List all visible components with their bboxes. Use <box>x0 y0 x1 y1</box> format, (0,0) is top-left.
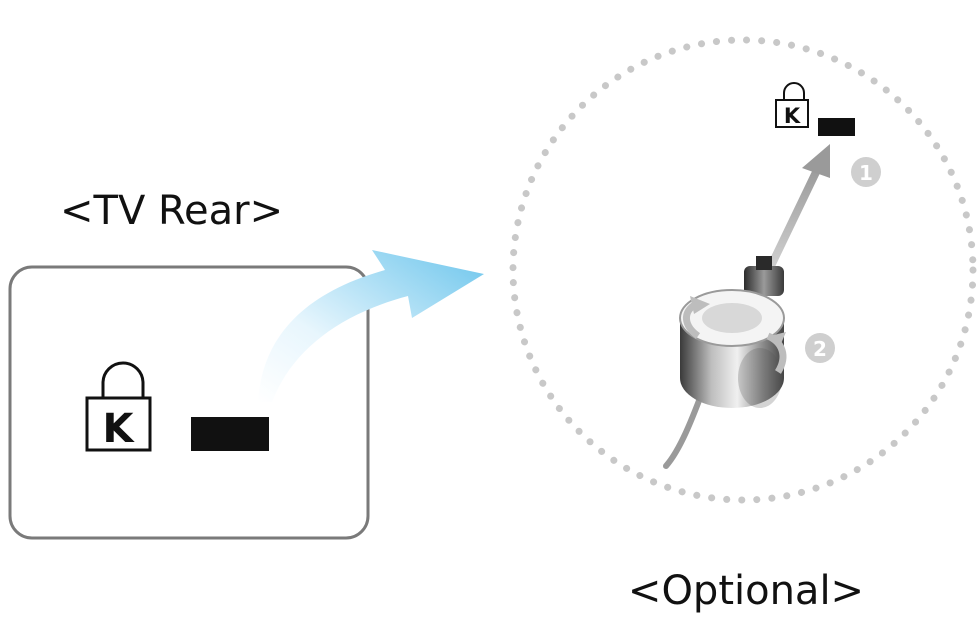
optional-label: <Optional> <box>628 568 864 614</box>
kensington-letter: K <box>103 406 136 452</box>
kensington-cable-lock-icon <box>663 256 787 469</box>
kensington-lock-icon-small: K <box>775 82 809 128</box>
step-two-badge: 2 <box>805 333 835 363</box>
push-arrow-icon <box>766 144 830 270</box>
curved-arrow-icon <box>258 250 484 402</box>
step-two-number: 2 <box>813 337 827 361</box>
tv-rear-label: <TV Rear> <box>60 188 283 234</box>
optional-dotted-circle <box>509 36 977 504</box>
security-slot-icon-small <box>818 118 855 136</box>
tv-rear-panel <box>8 265 370 540</box>
kensington-letter-small: K <box>784 104 801 128</box>
step-one-number: 1 <box>859 161 873 185</box>
security-slot-icon <box>191 417 269 451</box>
step-one-badge: 1 <box>851 157 881 187</box>
kensington-lock-icon: K <box>85 361 152 452</box>
